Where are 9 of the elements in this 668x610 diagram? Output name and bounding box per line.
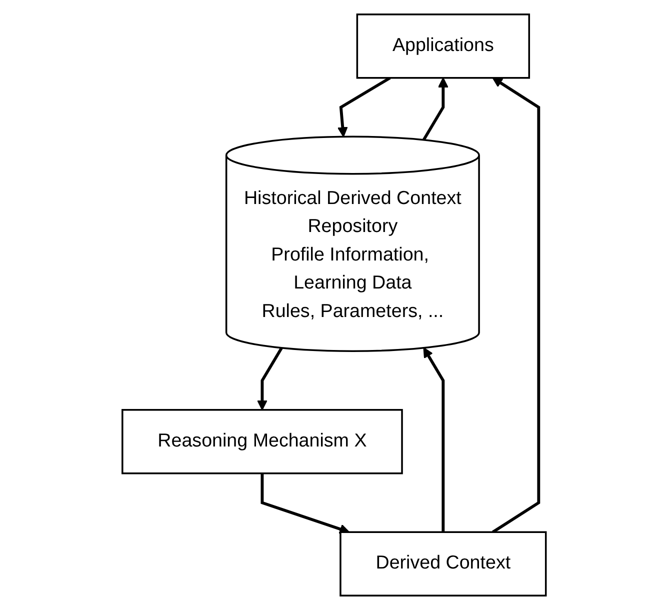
arrow <box>492 77 540 534</box>
arrow <box>337 76 391 138</box>
arrow <box>256 347 283 410</box>
arrow <box>422 77 448 141</box>
arrow <box>423 347 444 532</box>
node-box: Reasoning Mechanism X <box>121 408 403 474</box>
arrow <box>260 473 350 534</box>
node-box: Applications <box>356 14 530 79</box>
node-box: Derived Context <box>339 531 547 596</box>
